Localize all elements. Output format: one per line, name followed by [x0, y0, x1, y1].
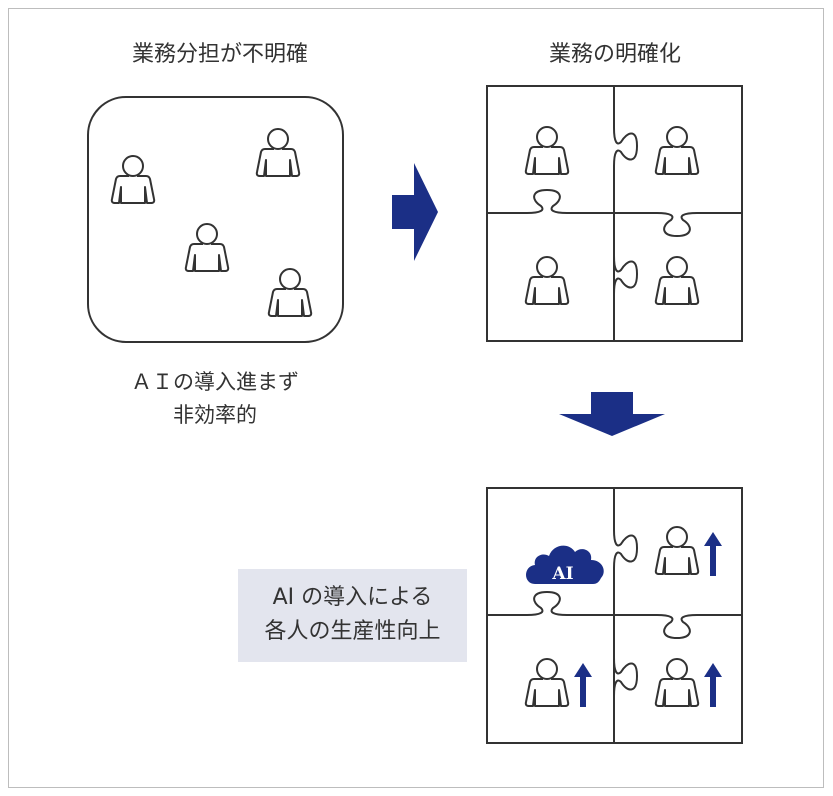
badge-line-1: AI の導入による [272, 585, 433, 610]
ai-cloud-icon: AI [526, 545, 604, 584]
arrow-down-icon [559, 392, 665, 436]
badge-line-2: 各人の生産性向上 [264, 619, 441, 644]
arrow-right-icon [392, 163, 438, 261]
productivity-badge: AI の導入による 各人の生産性向上 [238, 569, 467, 662]
before-caption: ＡＩの導入進まず 非効率的 [90, 366, 340, 432]
after-puzzle: AI [486, 487, 743, 744]
clarified-title: 業務の明確化 [548, 42, 681, 67]
before-box [87, 96, 344, 343]
person-icon [267, 268, 313, 317]
clarified-puzzle [486, 85, 743, 342]
person-icon [184, 223, 230, 272]
before-caption-line-2: 非効率的 [173, 403, 257, 427]
person-icon [255, 128, 301, 177]
person-icon [110, 155, 156, 204]
before-caption-line-1: ＡＩの導入進まず [131, 370, 299, 394]
before-title: 業務分担が不明確 [131, 42, 308, 67]
ai-cloud-label: AI [551, 564, 573, 584]
